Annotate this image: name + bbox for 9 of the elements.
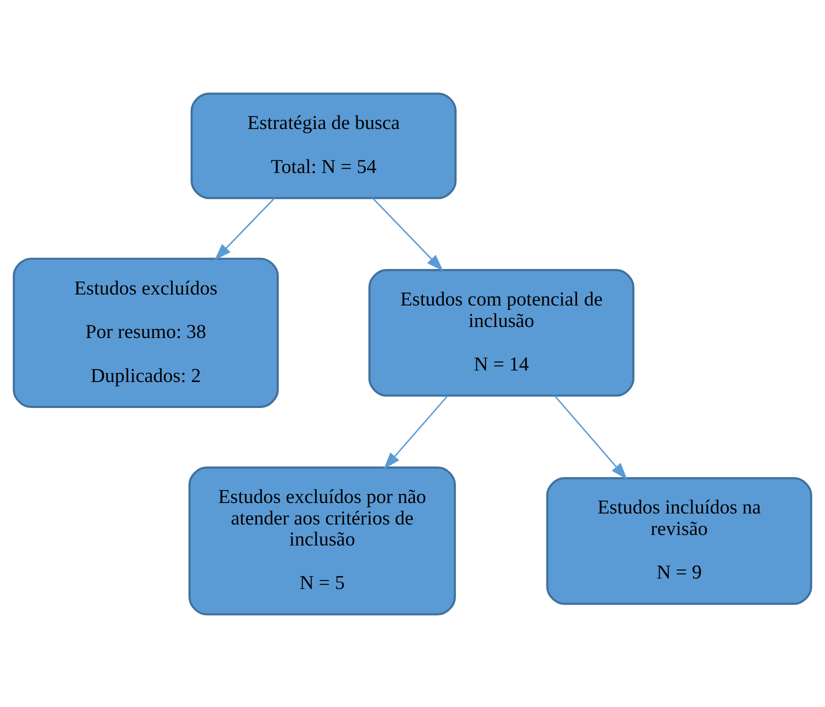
node-box: Estudos excluídos Por resumo: 38 Duplicados: 2: [12, 257, 279, 408]
arrow: [214, 197, 276, 260]
node-box: Estudos incluídos na revisão N = 9: [546, 476, 812, 604]
arrow: [372, 197, 444, 271]
node-box: Estratégia de busca Total: N = 54: [190, 92, 457, 199]
arrow: [554, 394, 628, 480]
node-box: Estudos com potencial de inclusão N = 14: [368, 268, 634, 396]
arrow: [384, 394, 448, 469]
node-box: Estudos excluídos por não atender aos critérios de inclusão N = 5: [188, 466, 456, 615]
